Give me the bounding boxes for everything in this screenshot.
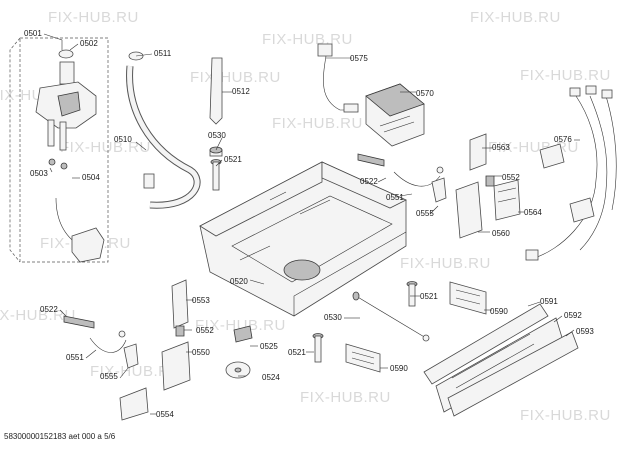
hinge-0553: [171, 279, 189, 329]
foot-bracket-0590-right: [449, 281, 487, 315]
label-0522-top: 0522: [360, 177, 378, 186]
watermark: FIX-HUB.RU: [0, 307, 76, 324]
label-0511: 0511: [154, 49, 172, 58]
float-switch: [209, 57, 223, 125]
sensor-bracket-upper: [357, 153, 385, 167]
watermark: FIX-HUB.RU: [48, 9, 139, 26]
label-0590-lower: 0590: [390, 364, 408, 373]
wiring-harness: [525, 85, 617, 261]
label-0555-lower: 0555: [100, 372, 118, 381]
foot-screw-0521-right: [406, 281, 418, 307]
watermark: FIX-HUB.RU: [90, 363, 181, 380]
plinth-panel-0593: [447, 331, 579, 417]
label-0560: 0560: [492, 229, 510, 238]
small-fastener-0530: [209, 146, 223, 157]
label-0520: 0520: [230, 277, 248, 286]
hinge-0560: [455, 181, 483, 239]
diagram-reference-footer: 58300000152183 aet 000 a 5/6: [4, 432, 116, 441]
label-0521-top: 0521: [224, 155, 242, 164]
label-0530-mid: 0530: [324, 313, 342, 322]
watermark: FIX-HUB.RU: [262, 31, 353, 48]
foot-screw-0521-top: [210, 159, 222, 191]
watermark: FIX-HUB.RU: [520, 407, 611, 424]
part-labels: 0501 0502 0503 0504 0510 0511 0512 0530 …: [24, 29, 594, 419]
label-0530-top: 0530: [208, 131, 226, 140]
label-0550: 0550: [192, 348, 210, 357]
base-tub: [199, 161, 407, 317]
label-0591: 0591: [540, 297, 558, 306]
label-0553: 0553: [192, 296, 210, 305]
rod-0530: [355, 295, 427, 339]
label-0593: 0593: [576, 327, 594, 336]
sensor-cable-lower: [89, 337, 127, 353]
cable-clip-upper: [431, 177, 447, 203]
label-0552-top: 0552: [502, 173, 520, 182]
screw-0552-lower: [175, 325, 185, 337]
watermark: FIX-HUB.RU: [470, 9, 561, 26]
sensor-tip-upper: [436, 166, 444, 174]
hinge-bracket-0563: [469, 133, 487, 171]
label-0512: 0512: [232, 87, 250, 96]
label-0554: 0554: [156, 410, 174, 419]
label-0590-right: 0590: [490, 307, 508, 316]
label-0575: 0575: [350, 54, 368, 63]
cable-clip-lower: [123, 343, 139, 369]
clip-0525: [233, 325, 253, 343]
drain-hose: [126, 51, 201, 209]
foot-bracket-0590-lower: [345, 343, 381, 373]
watermark: FIX-HUB.RU: [190, 69, 281, 86]
label-0592: 0592: [564, 311, 582, 320]
group-box-0501: [9, 37, 109, 263]
label-0525: 0525: [260, 342, 278, 351]
plinth-panel-0591: [423, 303, 549, 385]
label-0510: 0510: [114, 135, 132, 144]
label-0522-lower: 0522: [40, 305, 58, 314]
watermark: FIX-HUB.RU: [195, 317, 286, 334]
label-0502: 0502: [80, 39, 98, 48]
bracket-0554: [119, 387, 149, 421]
label-0564: 0564: [524, 208, 542, 217]
label-0552-lower: 0552: [196, 326, 214, 335]
label-0555-top: 0555: [416, 209, 434, 218]
watermark: FIX-HUB.RU: [272, 115, 363, 132]
watermark: FIX-HUB.RU: [520, 67, 611, 84]
leader-lines: [43, 33, 580, 415]
label-0521-mid: 0521: [288, 348, 306, 357]
watermark: FIX-HUB.RU: [60, 139, 151, 156]
label-0551-lower: 0551: [66, 353, 84, 362]
foot-screw-0521-mid: [312, 333, 324, 363]
label-0563: 0563: [492, 143, 510, 152]
watermark: FIX-HUB.RU: [300, 389, 391, 406]
label-0576: 0576: [554, 135, 572, 144]
watermark: FIX-HUB.RU: [400, 255, 491, 272]
label-0521-right: 0521: [420, 292, 438, 301]
label-0524: 0524: [262, 373, 280, 382]
sensor-bracket-lower: [63, 315, 95, 329]
label-0504: 0504: [82, 173, 100, 182]
label-0570: 0570: [416, 89, 434, 98]
sensor-wire-0575: [317, 43, 359, 113]
label-0501: 0501: [24, 29, 42, 38]
hose-bracket: [71, 227, 105, 263]
label-0503: 0503: [30, 169, 48, 178]
hinge-0550: [161, 341, 191, 391]
inlet-valve-assembly: [35, 49, 97, 170]
label-0551-top: 0551: [386, 193, 404, 202]
screw-0552-upper: [485, 175, 495, 187]
sensor-cable-upper: [393, 171, 441, 187]
